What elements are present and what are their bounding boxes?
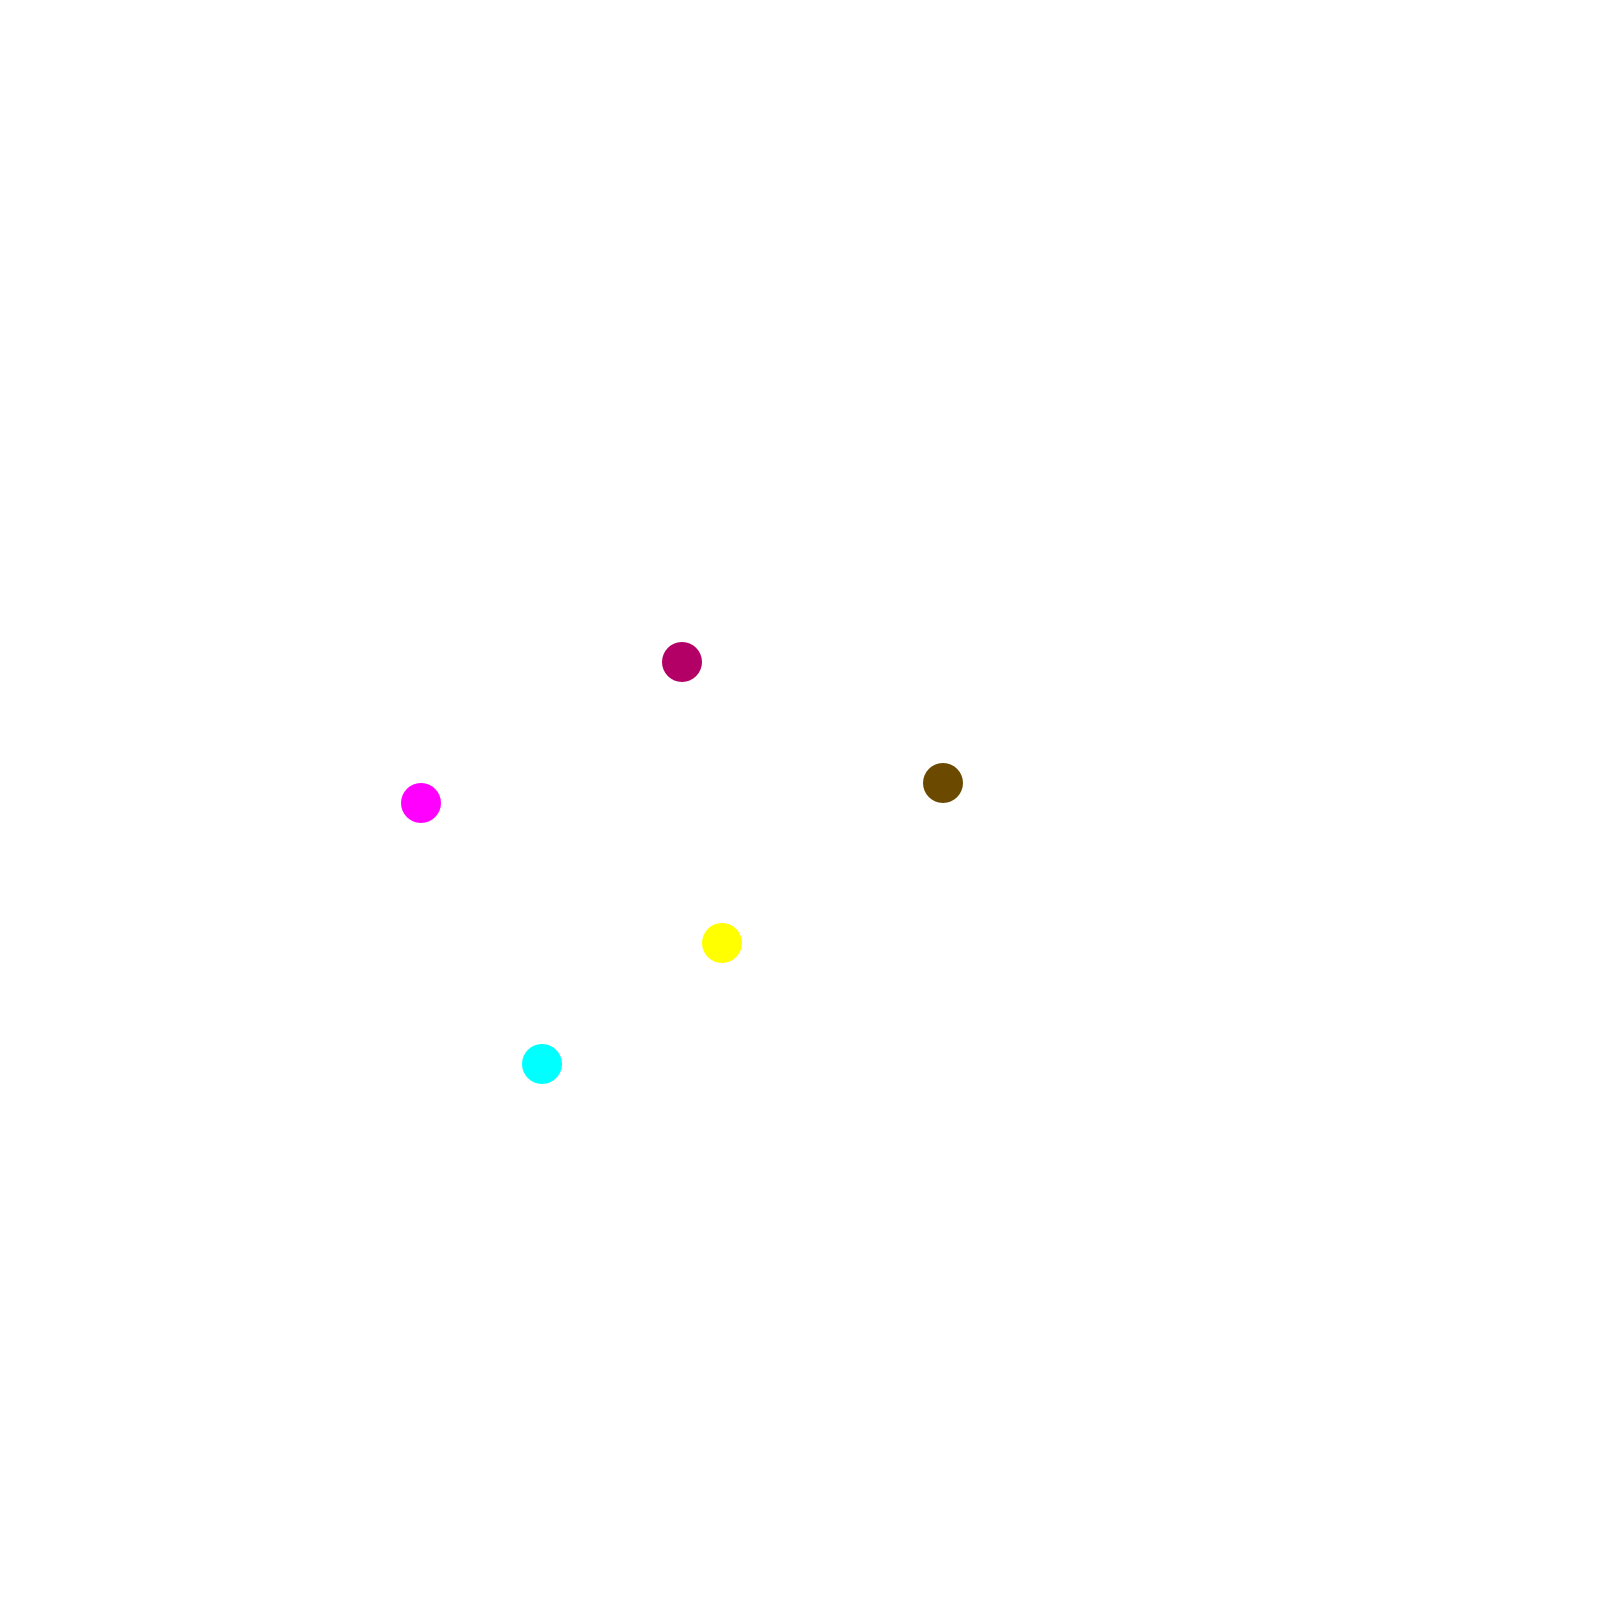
dot-crimson <box>662 642 702 682</box>
dot-brown <box>923 763 963 803</box>
dot-yellow <box>702 923 742 963</box>
dot-cyan <box>522 1044 562 1084</box>
dot-magenta <box>401 783 441 823</box>
